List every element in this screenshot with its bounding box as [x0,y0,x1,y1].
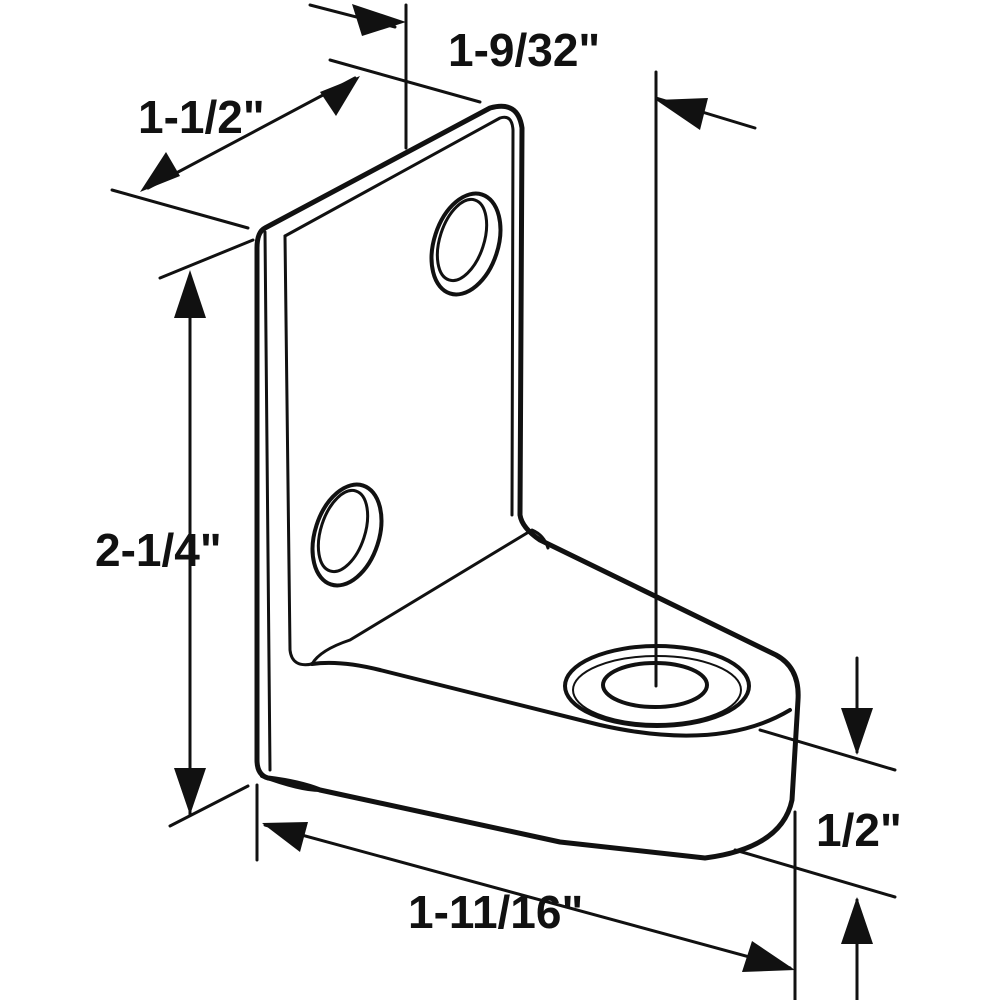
thickness-arrow-top [841,708,873,755]
offset-arrow-left [352,4,406,36]
depth-arrow-bottom [140,152,180,192]
length-arrow-left [262,822,308,852]
dimension-labels: 1-9/32" 1-1/2" 2-1/4" 1/2" 1-11/16" [95,24,902,938]
plate-inner-edge [283,115,515,517]
depth-ext-lower [110,188,250,230]
depth-label: 1-1/2" [138,91,265,143]
depth-arrow-top [320,76,360,116]
base-top-face [310,528,550,666]
height-label: 2-1/4" [95,524,222,576]
top-offset-label: 1-9/32" [448,24,600,76]
length-label: 1-11/16" [408,886,583,938]
base-bottom-edge [260,774,322,792]
l-bracket [254,103,801,861]
height-ext-bottom [168,784,250,828]
length-dim-line [263,823,792,970]
offset-arrow-right [656,98,708,130]
length-arrow-right [742,941,795,972]
base-front-edge [310,660,792,738]
thickness-ext-top [758,728,897,772]
thickness-ext-bottom [733,848,897,899]
lower-mounting-hole [310,482,384,588]
upper-mounting-hole [429,191,503,297]
bracket-outline [254,103,801,861]
depth-dim-line [146,76,357,190]
plate-front-edge [283,234,314,667]
height-ext-top [158,238,255,280]
depth-ext-upper [328,58,482,104]
height-arrow-top [174,270,206,318]
height-arrow-bottom [174,768,206,815]
arrowheads [140,4,873,972]
thickness-arrow-bottom [841,897,873,944]
plate-thickness-edge [263,230,272,772]
thickness-label: 1/2" [816,804,902,856]
